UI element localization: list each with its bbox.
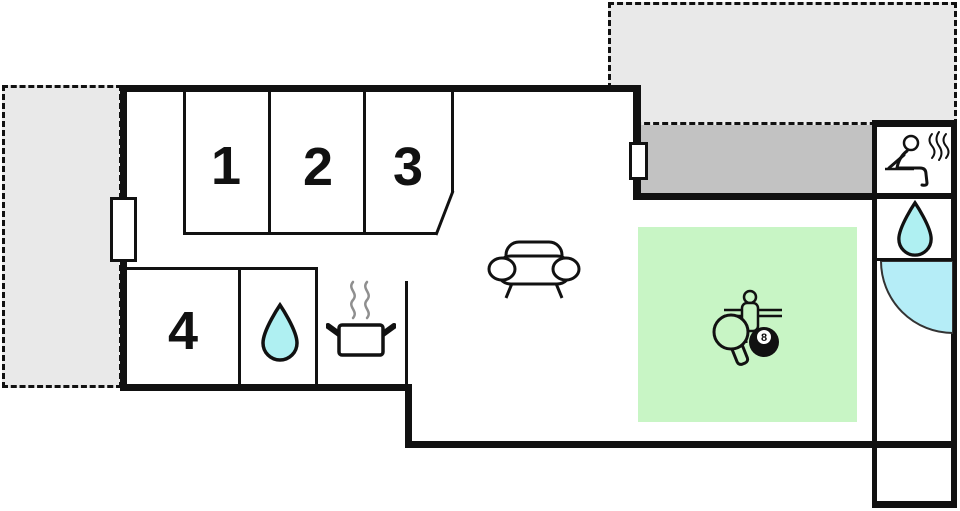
wall-right-wing-right xyxy=(951,120,957,508)
wall-bedroom3-right xyxy=(451,92,454,192)
billiard-8-label: 8 xyxy=(761,332,767,344)
sauna-icon xyxy=(885,131,950,187)
wall-bedroom3-diagonal xyxy=(434,190,455,236)
bedroom-1-label: 1 xyxy=(210,136,242,196)
terrace-left xyxy=(2,85,122,388)
wall-bedroom4-top xyxy=(122,267,318,270)
wall-step xyxy=(405,384,412,448)
water-drop-icon xyxy=(261,302,299,362)
wall-kitchen xyxy=(405,281,408,388)
wall-right-wing-top xyxy=(872,120,957,127)
water-drop-icon xyxy=(897,200,933,257)
wall-bath-right-bottom xyxy=(877,258,951,261)
wall-bath-left-right xyxy=(315,267,318,387)
wall-bedroom1-left xyxy=(183,92,186,235)
wall-bedroom1-2 xyxy=(268,92,271,235)
wall-bedrooms-bottom xyxy=(183,232,437,235)
wall-bottom-main xyxy=(405,441,957,448)
corner-shower-icon xyxy=(879,261,953,335)
wall-top xyxy=(120,85,641,92)
covered-terrace xyxy=(640,125,875,197)
billiard-8-ball-icon: 8 xyxy=(749,327,779,357)
game-icons: 8 xyxy=(712,289,782,366)
bedroom-4-label: 4 xyxy=(167,301,199,361)
stove-pot-icon xyxy=(326,280,396,357)
wall-bedroom4-bath xyxy=(238,267,241,387)
bedroom-3-label: 3 xyxy=(392,137,424,197)
wall-covered-terrace-bottom xyxy=(633,193,877,200)
wall-sauna-bottom xyxy=(872,193,957,199)
table-tennis-paddle-icon xyxy=(712,313,750,366)
terrace-top-right xyxy=(608,2,957,125)
wall-right-wing-bottom xyxy=(872,501,957,508)
wall-bottom-left xyxy=(120,384,412,391)
wall-right-wing-left xyxy=(872,120,877,508)
sofa-icon xyxy=(487,240,581,299)
wall-bedroom2-3 xyxy=(363,92,366,235)
door-covered-terrace xyxy=(629,142,648,180)
door-left-terrace xyxy=(110,197,137,262)
bedroom-2-label: 2 xyxy=(302,137,334,197)
